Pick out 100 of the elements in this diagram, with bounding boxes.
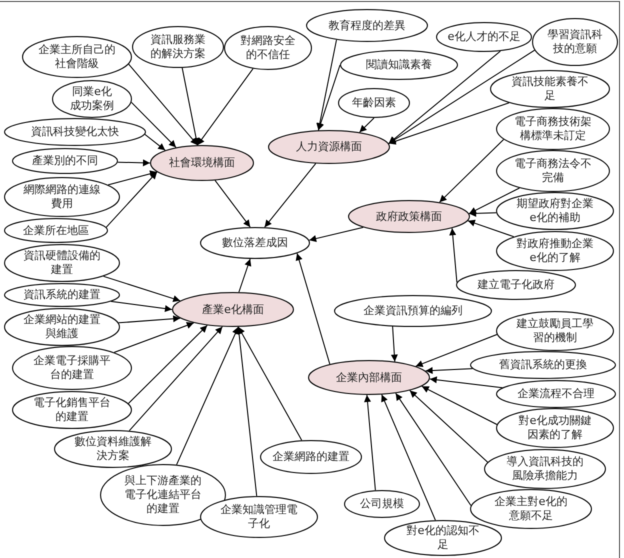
dimension-label: 產業e化構面 <box>202 302 264 316</box>
dimension-ellipse <box>150 145 254 181</box>
factor-ellipse <box>334 295 492 327</box>
arrow <box>409 390 488 463</box>
factor-ellipse <box>532 18 618 66</box>
factor-label: 同業e化成功案例 <box>69 85 115 113</box>
arrow <box>388 50 536 144</box>
factor-ellipse <box>496 380 616 408</box>
dimension-label: 人力資源構面 <box>296 140 362 154</box>
arrow <box>106 172 158 228</box>
arrow <box>144 134 166 151</box>
arrow <box>114 322 194 353</box>
factor-ellipse <box>4 308 120 346</box>
factor-ellipse <box>496 192 614 230</box>
factor-ellipse <box>496 150 610 192</box>
arrow <box>415 334 498 367</box>
factor-ellipse <box>384 520 502 556</box>
factor-ellipse <box>490 70 610 108</box>
arrow <box>182 67 200 146</box>
factor-ellipse <box>484 449 606 489</box>
dimension-ellipse <box>172 292 294 327</box>
arrow <box>449 228 458 283</box>
factor-ellipse <box>12 391 132 429</box>
dimension-label: 社會環境構面 <box>169 156 235 170</box>
arrow <box>316 39 337 131</box>
factor-ellipse <box>22 36 132 78</box>
factor-label: e化人才的不足 <box>448 30 520 44</box>
arrow <box>128 64 198 146</box>
factor-label: 資訊技能素養不足 <box>510 75 590 103</box>
factor-label: 企業主所自己的社會階級 <box>38 43 116 71</box>
arrow <box>264 163 316 228</box>
factor-ellipse <box>436 22 532 52</box>
arrow <box>128 324 208 404</box>
factor-label: 資訊服務業的解決方案 <box>150 33 206 61</box>
dimension-ellipse <box>308 360 430 395</box>
factor-ellipse <box>496 408 614 448</box>
factor-label: 資訊科技變化太快 <box>31 125 119 139</box>
factor-label: 企業資訊預算的編列 <box>364 304 462 318</box>
factor-label: 企業知識管理電子化 <box>220 503 298 531</box>
dimension-ellipse <box>268 130 390 164</box>
arrow <box>364 394 376 491</box>
arrow <box>421 386 498 425</box>
factor-ellipse <box>4 218 108 243</box>
factor-ellipse <box>12 346 132 390</box>
dimension-label: 企業內部構面 <box>336 370 402 384</box>
arrow <box>214 180 251 228</box>
factor-ellipse <box>260 440 362 474</box>
factor-label: 企業網路的建置 <box>272 450 350 464</box>
factor-ellipse <box>12 148 118 174</box>
factor-ellipse <box>52 80 132 118</box>
factor-ellipse <box>4 283 120 307</box>
factor-ellipse <box>470 351 616 379</box>
outcome-label: 數位落差成因 <box>222 236 288 250</box>
factor-ellipse <box>224 26 312 70</box>
factor-label: 舊資訊系統的更換 <box>499 358 587 372</box>
factor-label: 閱讀知識素養 <box>366 58 432 72</box>
factor-label: 資訊硬體設備的建置 <box>22 249 102 277</box>
factor-label: 建立電子化政府 <box>478 278 554 292</box>
arrow <box>425 367 473 374</box>
factor-ellipse <box>4 244 120 282</box>
factor-label: 企業主對e化的意願不足 <box>494 495 568 523</box>
factor-label: 企業流程不合理 <box>518 387 594 401</box>
factor-label: 對政府推動企業e化的了解 <box>516 237 594 265</box>
factor-label: 企業電子採購平台的建置 <box>32 354 112 382</box>
factor-label: 對e化的認知不足 <box>406 524 480 552</box>
factor-label: 公司規模 <box>360 497 404 511</box>
arrow <box>130 102 176 148</box>
factor-label: 電子商務法令不完備 <box>514 157 592 185</box>
factor-label: 學習資訊科技的意願 <box>546 28 604 56</box>
factor-label: 企業網站的建置與維護 <box>22 313 102 341</box>
factor-label: 產業別的不同 <box>32 154 98 168</box>
arrow <box>108 170 158 186</box>
arrow <box>468 210 497 217</box>
factor-ellipse <box>338 88 410 118</box>
factor-ellipse <box>496 108 610 150</box>
outcome-ellipse <box>200 227 310 259</box>
factor-ellipse <box>496 231 614 271</box>
arrow <box>390 326 398 362</box>
factor-label: 對網路安全的不信任 <box>240 34 296 62</box>
factor-label: 資訊系統的建置 <box>24 288 100 302</box>
arrow <box>128 326 223 432</box>
factor-ellipse <box>132 26 224 68</box>
arrow <box>381 394 436 521</box>
factor-label: 網際網路的連線費用 <box>22 183 102 211</box>
factor-ellipse <box>4 177 120 217</box>
factor-label: 年齡因素 <box>352 96 396 110</box>
arrow <box>439 139 504 203</box>
factor-ellipse <box>340 50 458 80</box>
arrow <box>317 64 340 131</box>
factor-label: 對e化成功關鍵因素的了解 <box>518 414 592 442</box>
arrow <box>236 326 258 496</box>
arrow <box>429 376 503 388</box>
arrow <box>110 300 172 312</box>
arrow <box>176 326 239 466</box>
factor-ellipse <box>496 311 614 351</box>
factor-label: 導入資訊科技的風險承擔能力 <box>506 455 584 483</box>
factor-label: 數位資料維護解決方案 <box>74 435 152 463</box>
factor-label: 電子商務技術架構標準未訂定 <box>514 115 592 143</box>
arrow <box>359 118 374 133</box>
factor-ellipse <box>4 118 146 146</box>
